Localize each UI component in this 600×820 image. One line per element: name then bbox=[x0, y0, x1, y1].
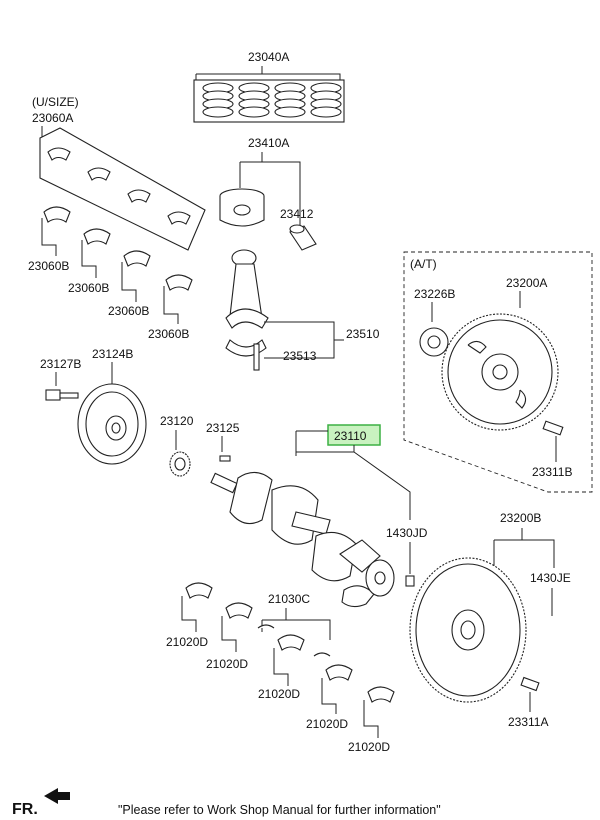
label-flywheel-bolt[interactable]: 23311A bbox=[508, 715, 548, 729]
flywheel-illustration bbox=[409, 557, 527, 703]
drive-plate-adapter-illustration bbox=[419, 327, 449, 357]
label-key[interactable]: 23125 bbox=[206, 421, 240, 435]
label-drive-plate[interactable]: 23200A bbox=[506, 276, 547, 290]
label-sprocket[interactable]: 23120 bbox=[160, 414, 194, 428]
label-main-bearing-4[interactable]: 21020D bbox=[306, 717, 348, 731]
front-arrow-icon bbox=[44, 788, 70, 804]
piston-ring-set-illustration bbox=[193, 66, 345, 123]
label-piston[interactable]: 23410A bbox=[248, 136, 289, 150]
connecting-rod-illustration bbox=[225, 249, 269, 371]
label-auto-trans: (A/T) bbox=[410, 257, 437, 271]
label-main-bearing-1[interactable]: 21020D bbox=[166, 635, 208, 649]
label-dowel[interactable]: 1430JD bbox=[386, 526, 428, 540]
flywheel-bolt-illustration bbox=[520, 676, 540, 692]
front-direction-label: FR. bbox=[12, 801, 38, 818]
label-drive-plate-bolt[interactable]: 23311B bbox=[532, 465, 572, 479]
label-damper-pulley[interactable]: 23124B bbox=[92, 347, 133, 361]
crankshaft-illustration bbox=[210, 471, 395, 608]
label-bearing-lower-2[interactable]: 23060B bbox=[68, 281, 109, 295]
piston-illustration bbox=[219, 188, 265, 227]
upper-bearing-set-illustration bbox=[39, 127, 206, 251]
label-connecting-rod[interactable]: 23510 bbox=[346, 327, 380, 341]
label-piston-ring-set[interactable]: 23040A bbox=[248, 50, 289, 64]
label-bearing-lower-3[interactable]: 23060B bbox=[108, 304, 149, 318]
label-rod-bolt[interactable]: 23513 bbox=[283, 349, 317, 363]
label-pulley-bolt[interactable]: 23127B bbox=[40, 357, 81, 371]
drive-plate-bolt-illustration bbox=[542, 420, 564, 436]
label-flywheel-pin[interactable]: 1430JE bbox=[530, 571, 571, 585]
label-main-bearing-2[interactable]: 21020D bbox=[206, 657, 248, 671]
label-flywheel[interactable]: 23200B bbox=[500, 511, 541, 525]
label-main-bearing-5[interactable]: 21020D bbox=[348, 740, 390, 754]
pulley-bolt-illustration bbox=[45, 389, 79, 401]
drive-plate-illustration bbox=[441, 313, 559, 431]
lower-bearing-illustrations bbox=[43, 206, 193, 291]
label-bearing-lower-1[interactable]: 23060B bbox=[28, 259, 69, 273]
key-illustration bbox=[219, 455, 231, 462]
label-main-bearing-3[interactable]: 21020D bbox=[258, 687, 300, 701]
label-bearing-lower-4[interactable]: 23060B bbox=[148, 327, 189, 341]
label-crankshaft[interactable]: 23110 bbox=[334, 429, 367, 443]
dowel-illustration bbox=[405, 575, 415, 587]
label-piston-pin[interactable]: 23412 bbox=[280, 207, 314, 221]
piston-pin-illustration bbox=[289, 224, 317, 251]
sprocket-illustration bbox=[169, 451, 191, 477]
damper-pulley-illustration bbox=[77, 383, 147, 465]
label-bearing-set-upper[interactable]: 23060A bbox=[32, 111, 73, 125]
label-drive-plate-adapter[interactable]: 23226B bbox=[414, 287, 455, 301]
main-bearing-illustrations bbox=[185, 582, 395, 703]
label-undersize: (U/SIZE) bbox=[32, 95, 79, 109]
label-thrust-bearing[interactable]: 21030C bbox=[268, 592, 310, 606]
workshop-manual-note: "Please refer to Work Shop Manual for fu… bbox=[118, 803, 441, 817]
